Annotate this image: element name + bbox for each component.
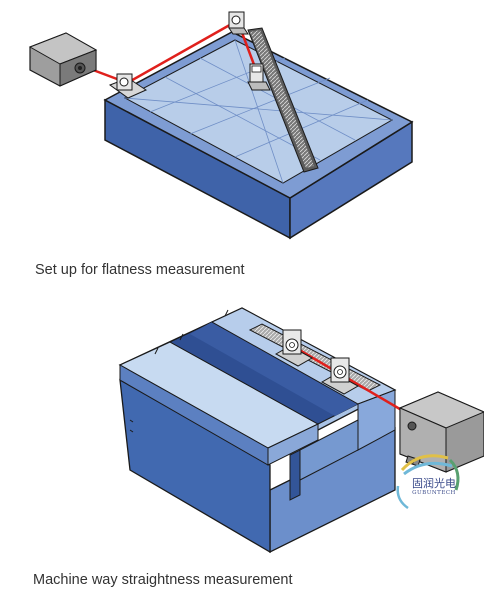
- logo-text: 固润光电 GUBUNTECH: [404, 478, 464, 497]
- diagonal-rail: [247, 27, 319, 173]
- logo-name: 固润光电: [412, 477, 456, 490]
- flatness-caption: Set up for flatness measurement: [35, 262, 245, 278]
- laser-head: [28, 32, 98, 87]
- straightness-caption: Machine way straightness measurement: [33, 572, 293, 588]
- straightness-diagram-svg: [118, 307, 484, 554]
- laser-head-2: [398, 391, 484, 473]
- corner-mirror: [108, 73, 148, 99]
- straightness-setup-diagram: 固润光电 GUBUNTECH: [0, 290, 484, 565]
- laser-beam-2: [295, 346, 411, 417]
- flatness-diagram-svg: [28, 11, 414, 240]
- flatness-setup-diagram: [0, 0, 484, 255]
- optic-carrier-2: [320, 357, 360, 395]
- logo-subtext: GUBUNTECH: [412, 490, 456, 496]
- company-logo: [396, 454, 460, 510]
- machine-base: [118, 307, 397, 554]
- rail-mirror: [228, 11, 249, 35]
- surface-plate: [103, 31, 414, 240]
- optic-carrier-1: [274, 329, 314, 367]
- moving-reflector: [247, 63, 271, 91]
